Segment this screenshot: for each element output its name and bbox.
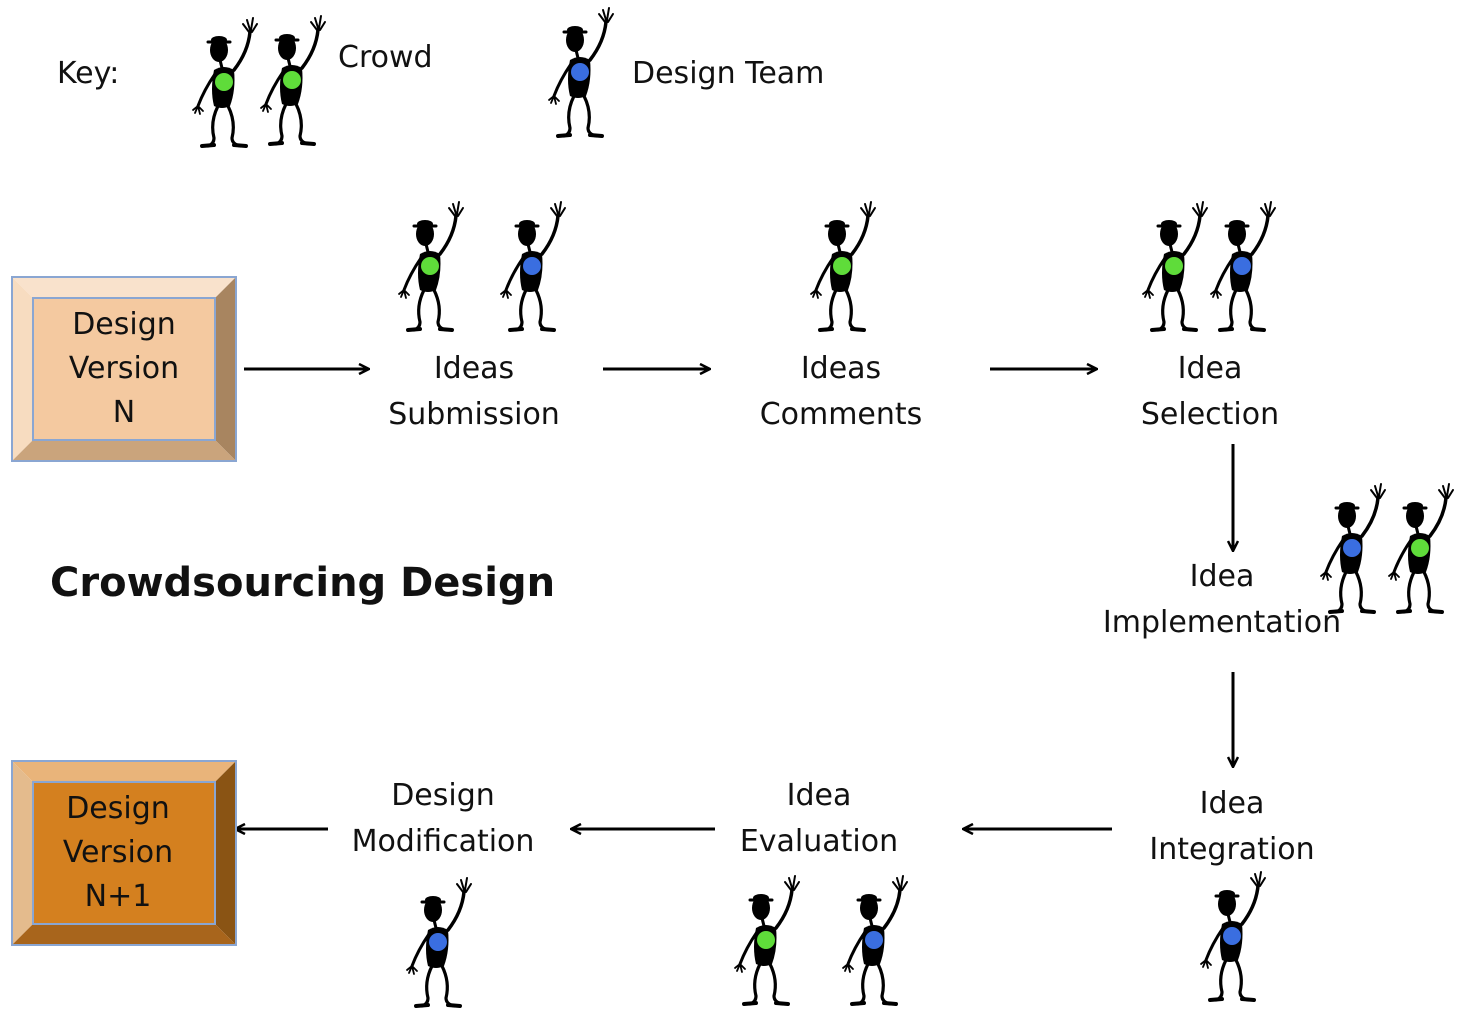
crowd-figure-icon bbox=[732, 870, 802, 1010]
step-ideas-submission: Ideas Submission bbox=[374, 346, 574, 438]
end-box-text: Design Version N+1 bbox=[27, 782, 209, 924]
step-label-line: Idea bbox=[1199, 786, 1265, 821]
step-label-line: Selection bbox=[1140, 397, 1280, 432]
start-box-line: N bbox=[112, 395, 136, 430]
step-label-line: Implementation bbox=[1102, 605, 1342, 640]
step-label-line: Idea bbox=[1189, 559, 1255, 594]
crowd-figure-icon bbox=[258, 10, 328, 150]
crowd-figure-icon bbox=[808, 196, 878, 336]
start-box-text: Design Version N bbox=[33, 298, 215, 440]
step-label-line: Integration bbox=[1149, 832, 1315, 867]
team-figure-icon bbox=[498, 196, 568, 336]
design-version-n-plus-1-box: Design Version N+1 bbox=[11, 760, 237, 946]
start-box-line: Design bbox=[72, 307, 176, 342]
key-label: Key: bbox=[57, 56, 120, 91]
step-idea-evaluation: Idea Evaluation bbox=[719, 773, 919, 865]
team-figure-icon bbox=[840, 870, 910, 1010]
team-figure-icon bbox=[1318, 478, 1388, 618]
team-figure-icon bbox=[546, 2, 616, 142]
crowd-figure-icon bbox=[190, 12, 260, 152]
team-figure-icon bbox=[1208, 196, 1278, 336]
step-label-line: Comments bbox=[759, 397, 923, 432]
step-label-line: Ideas bbox=[800, 351, 882, 386]
end-box-line: Version bbox=[62, 835, 174, 870]
step-design-modification: Design Modification bbox=[333, 773, 553, 865]
end-box-line: N+1 bbox=[84, 879, 152, 914]
step-idea-integration: Idea Integration bbox=[1132, 781, 1332, 873]
team-figure-icon bbox=[404, 872, 474, 1012]
end-box-line: Design bbox=[66, 791, 170, 826]
step-ideas-comments: Ideas Comments bbox=[741, 346, 941, 438]
design-version-n-box: Design Version N bbox=[11, 276, 237, 462]
diagram-title: Crowdsourcing Design bbox=[50, 560, 556, 606]
crowd-figure-icon bbox=[1386, 478, 1456, 618]
step-label-line: Modification bbox=[351, 824, 535, 859]
step-label-line: Evaluation bbox=[739, 824, 899, 859]
key-team-label: Design Team bbox=[632, 56, 825, 91]
crowd-figure-icon bbox=[396, 196, 466, 336]
step-idea-selection: Idea Selection bbox=[1110, 346, 1310, 438]
step-label-line: Idea bbox=[1177, 351, 1243, 386]
team-figure-icon bbox=[1198, 866, 1268, 1006]
start-box-line: Version bbox=[68, 351, 180, 386]
step-label-line: Idea bbox=[786, 778, 852, 813]
step-label-line: Submission bbox=[388, 397, 560, 432]
key-crowd-label: Crowd bbox=[338, 40, 433, 75]
crowd-figure-icon bbox=[1140, 196, 1210, 336]
step-idea-implementation: Idea Implementation bbox=[1092, 554, 1352, 646]
step-label-line: Design bbox=[391, 778, 495, 813]
step-label-line: Ideas bbox=[433, 351, 515, 386]
